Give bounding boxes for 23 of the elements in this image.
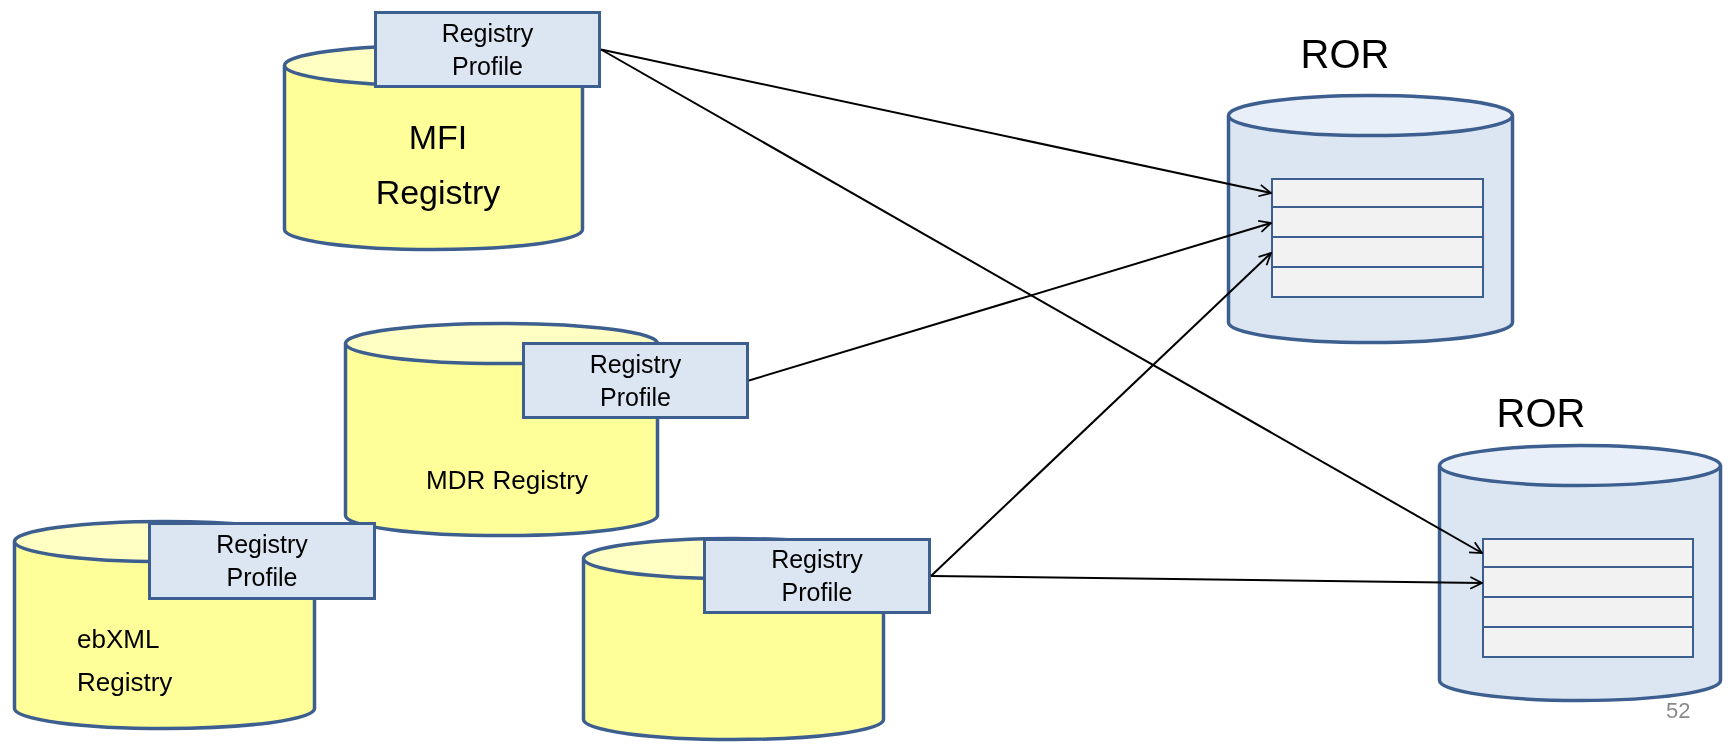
arrow — [930, 252, 1272, 577]
page-number: 52 — [1666, 698, 1691, 724]
table-row — [1271, 238, 1484, 268]
table-row — [1482, 628, 1694, 658]
profile-box: Registry Profile — [522, 342, 749, 419]
arrow — [600, 48, 1272, 198]
registry-label: ROR — [1299, 31, 1391, 77]
table-row — [1482, 538, 1694, 568]
table-row — [1271, 178, 1484, 208]
table-row — [1482, 598, 1694, 628]
profile-box: Registry Profile — [703, 538, 931, 614]
registry-label: ebXML Registry — [77, 623, 174, 699]
profile-box: Registry Profile — [374, 11, 601, 88]
registry-label: ROR — [1495, 390, 1587, 436]
profile-box: Registry Profile — [148, 522, 376, 600]
arrow — [600, 48, 1483, 554]
table-row — [1271, 268, 1484, 298]
arrow — [748, 219, 1272, 382]
registry-label: MDR Registry — [425, 464, 589, 496]
registry-label: MFI Registry — [374, 117, 502, 213]
table-row — [1482, 568, 1694, 598]
table-row — [1271, 208, 1484, 238]
arrow — [930, 575, 1483, 590]
